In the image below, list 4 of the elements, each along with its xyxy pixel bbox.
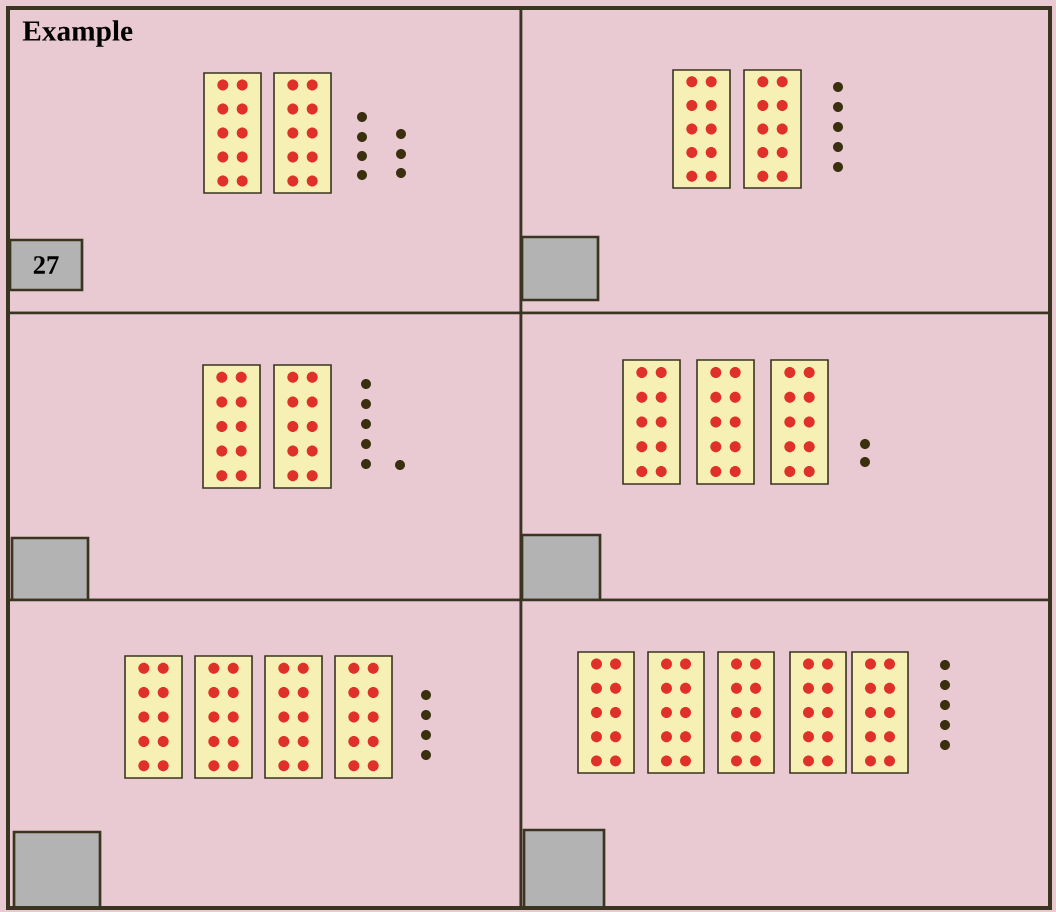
answer-box [10, 536, 90, 602]
answer-box: 27 [8, 238, 84, 292]
answer-box [520, 235, 600, 302]
answer-box [520, 533, 602, 602]
